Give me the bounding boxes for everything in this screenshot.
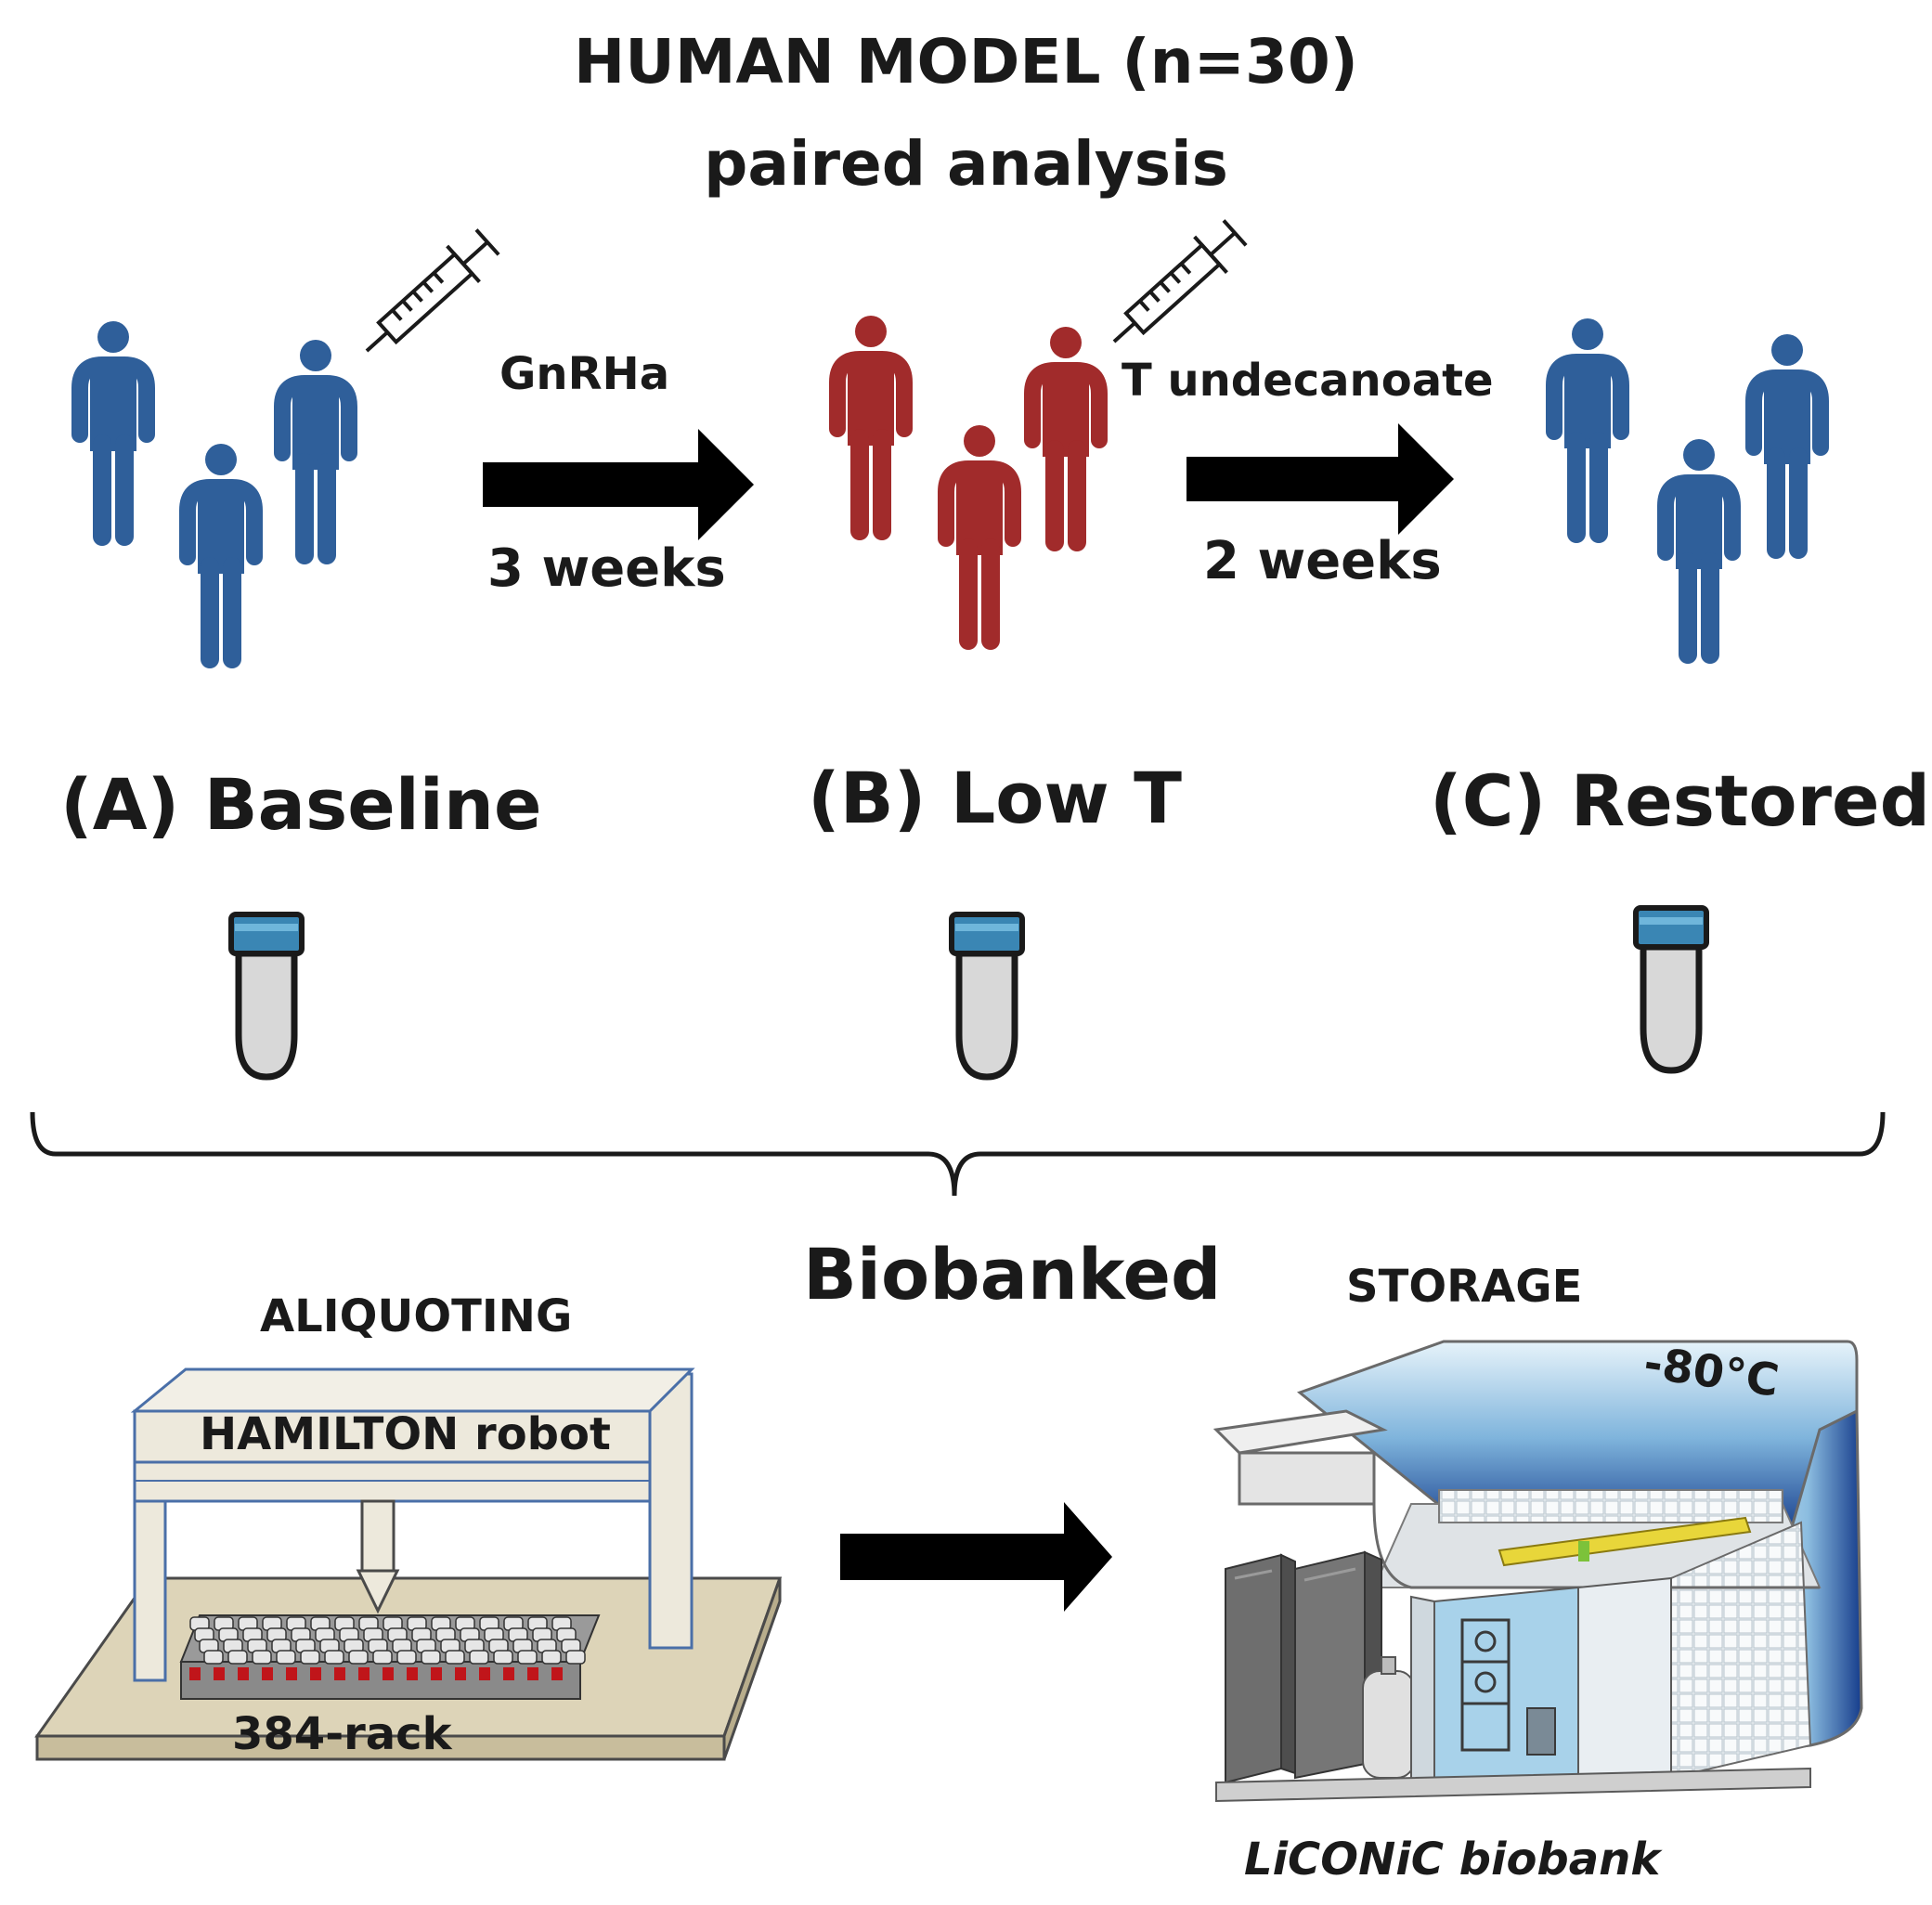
- rack-tube-sample: [262, 1667, 273, 1680]
- rack-tube-sample: [527, 1667, 538, 1680]
- biobanked-label: Biobanked: [803, 1233, 1222, 1315]
- rack-tube-sample: [407, 1667, 418, 1680]
- rack-tubes: [189, 1616, 586, 1680]
- rack-tube: [469, 1650, 489, 1665]
- rack-tube: [252, 1650, 272, 1665]
- rack-tube: [300, 1650, 320, 1665]
- arrow-duration-label: 2 weeks: [1203, 531, 1442, 591]
- arrow-drug-label: GnRHa: [499, 348, 670, 400]
- curly-brace: [30, 1111, 1886, 1197]
- rack-label: 384-rack: [232, 1708, 452, 1760]
- rack-tube-sample: [503, 1667, 514, 1680]
- storage-heading: STORAGE: [1346, 1261, 1583, 1313]
- aliquoting-heading: ALIQUOTING: [260, 1290, 573, 1342]
- rack-tube-sample: [310, 1667, 321, 1680]
- diagram-subtitle: paired analysis: [704, 128, 1228, 200]
- rack-tube: [565, 1650, 586, 1665]
- rack-tube-sample: [551, 1667, 563, 1680]
- sample-tube-icon: [228, 912, 305, 1081]
- liconic-storage-unit: [1212, 1340, 1863, 1803]
- rack-tube: [493, 1650, 513, 1665]
- rack-tube: [445, 1650, 465, 1665]
- rack-tube: [541, 1650, 562, 1665]
- rack-tube-sample: [238, 1667, 249, 1680]
- low-t-people-icon: [829, 316, 1108, 650]
- arrow-duration-label: 3 weeks: [487, 538, 726, 599]
- rack-tube-sample: [455, 1667, 466, 1680]
- rack-tube: [517, 1650, 538, 1665]
- storage-caption: LiCONiC biobank: [1244, 1834, 1661, 1886]
- arrow-right-icon: [840, 1502, 1112, 1612]
- rack-tube-sample: [189, 1667, 201, 1680]
- sample-tube-icon: [949, 912, 1025, 1081]
- baseline-people-icon: [71, 321, 357, 668]
- rack-tube: [276, 1650, 296, 1665]
- sample-tube-icon: [1633, 905, 1709, 1074]
- stage-label-baseline: (A) Baseline: [60, 763, 542, 846]
- rack-tube-sample: [214, 1667, 225, 1680]
- hamilton-robot-label: HAMILTON robot: [200, 1408, 611, 1460]
- syringe-icon: [1112, 219, 1248, 343]
- rack-tube: [372, 1650, 393, 1665]
- rack-tube: [421, 1650, 441, 1665]
- rack-tube-sample: [431, 1667, 442, 1680]
- rack-tube-sample: [479, 1667, 490, 1680]
- arrow-drug-label: T undecanoate: [1122, 355, 1494, 407]
- rack-tube-sample: [383, 1667, 394, 1680]
- rack-tube: [203, 1650, 224, 1665]
- diagram-title: HUMAN MODEL (n=30): [574, 26, 1358, 97]
- arrow-right-icon: [483, 429, 754, 540]
- rack-tube-sample: [334, 1667, 345, 1680]
- restored-t-people-icon: [1546, 318, 1829, 664]
- rack-tube-sample: [286, 1667, 297, 1680]
- rack-tube: [396, 1650, 417, 1665]
- rack-tube: [324, 1650, 344, 1665]
- syringe-icon: [365, 228, 500, 353]
- arrow-right-icon: [1186, 423, 1454, 535]
- rack-tube-sample: [358, 1667, 370, 1680]
- rack-tube: [227, 1650, 248, 1665]
- stage-label-low-t: (B) Low T: [808, 757, 1183, 839]
- rack-tube: [348, 1650, 369, 1665]
- stage-label-restored-t: (C) Restored T: [1430, 759, 1932, 842]
